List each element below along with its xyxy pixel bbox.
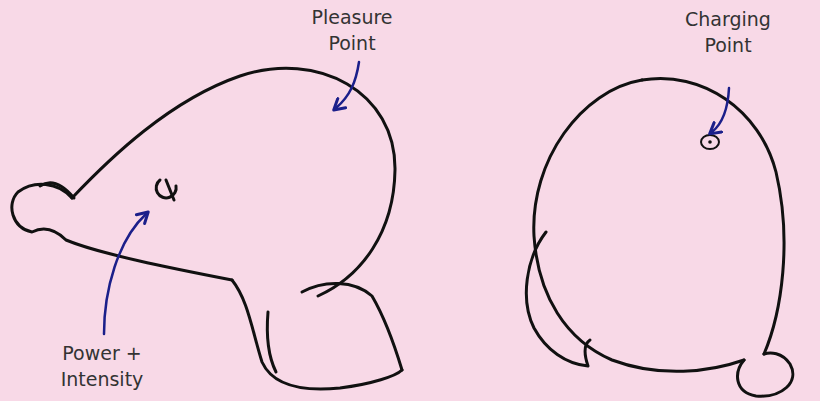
toy-back-view (526, 78, 792, 396)
charging-port (701, 135, 719, 149)
leader-arrow (712, 88, 729, 132)
leader-arrow (336, 62, 359, 108)
part-label: Charging Point (672, 6, 784, 58)
toy-side-view (12, 68, 402, 389)
power-button-icon (166, 180, 174, 200)
charging-port (708, 140, 712, 144)
part-label: Power + Intensity (46, 340, 158, 392)
part-label: Pleasure Point (296, 4, 408, 56)
leader-arrow (104, 214, 146, 334)
